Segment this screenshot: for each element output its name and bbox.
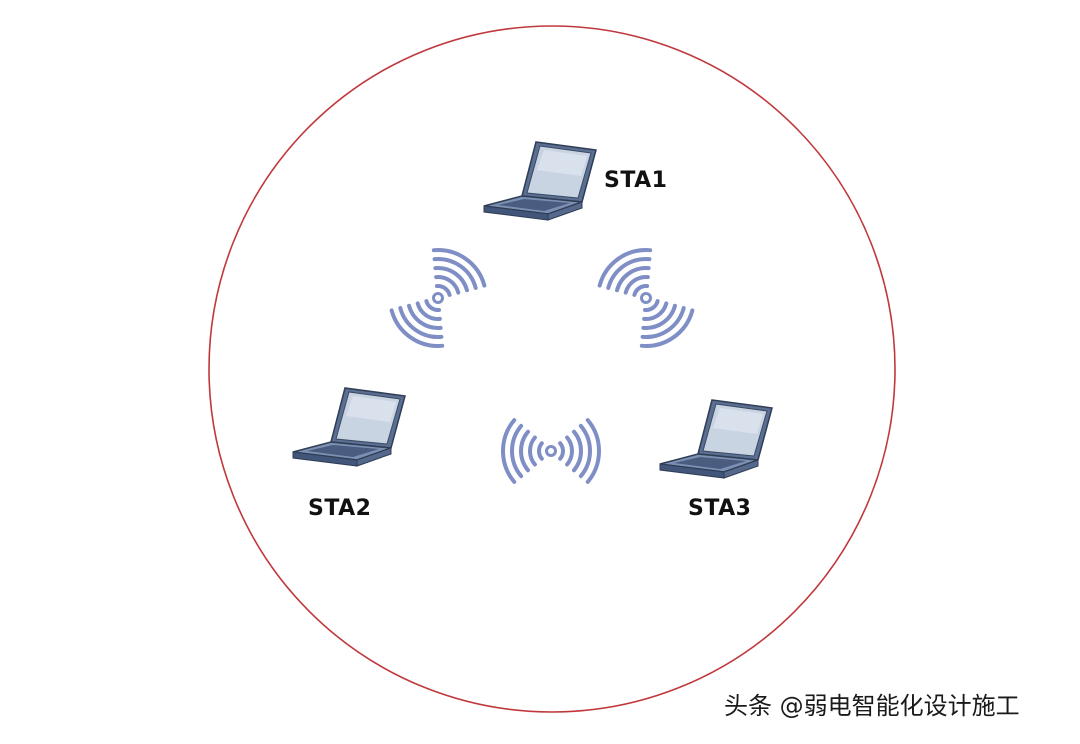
signal-center-dot <box>432 292 444 304</box>
signal-wave-arc <box>519 429 531 473</box>
signal-wave-arc <box>578 423 592 479</box>
signal-wave-arc <box>431 248 487 288</box>
signal-wave-arc <box>424 299 442 312</box>
signal-wave-arc <box>642 299 660 312</box>
laptop-icon-sta1 <box>483 141 597 221</box>
signal-wave-arc <box>571 429 583 473</box>
signal-wave-arc <box>407 303 443 330</box>
signal-wave-arc <box>432 257 478 290</box>
signal-wave-arc <box>615 266 651 293</box>
signal-wave-arc <box>415 301 442 321</box>
signal-wave-arc <box>434 284 452 297</box>
wireless-signal-icon-sta2-sta3 <box>501 418 601 484</box>
signal-wave-arc <box>597 248 653 288</box>
signal-wave-arc <box>510 423 524 479</box>
signal-wave-arc <box>501 418 517 484</box>
station-label-sta1: STA1 <box>604 168 668 193</box>
signal-wave-arc <box>433 266 469 293</box>
signal-wave-arc <box>639 308 695 348</box>
laptop-icon-sta2 <box>292 387 406 467</box>
signal-wave-arc <box>434 275 461 295</box>
signal-wave-arc <box>398 306 444 339</box>
signal-wave-arc <box>585 418 601 484</box>
signal-wave-arc <box>565 435 574 467</box>
signal-wave-arc <box>389 308 445 348</box>
signal-wave-arc <box>528 435 537 467</box>
signal-wave-arc <box>537 441 544 461</box>
wireless-signal-icon-sta1-sta2 <box>389 248 487 348</box>
signal-wave-arc <box>641 303 677 330</box>
coverage-boundary-circle <box>208 25 896 713</box>
signal-wave-arc <box>623 275 650 295</box>
station-label-sta3: STA3 <box>688 496 752 521</box>
signal-wave-arc <box>558 441 565 461</box>
wireless-signal-icon-sta1-sta3 <box>597 248 695 348</box>
watermark-text: 头条 @弱电智能化设计施工 <box>724 692 1020 720</box>
signal-center-dot <box>545 445 557 457</box>
station-label-sta2: STA2 <box>308 496 372 521</box>
signal-wave-arc <box>606 257 652 290</box>
signal-wave-arc <box>632 284 650 297</box>
signal-wave-arc <box>642 301 669 321</box>
laptop-icon-sta3 <box>659 399 773 479</box>
signal-center-dot <box>640 292 652 304</box>
